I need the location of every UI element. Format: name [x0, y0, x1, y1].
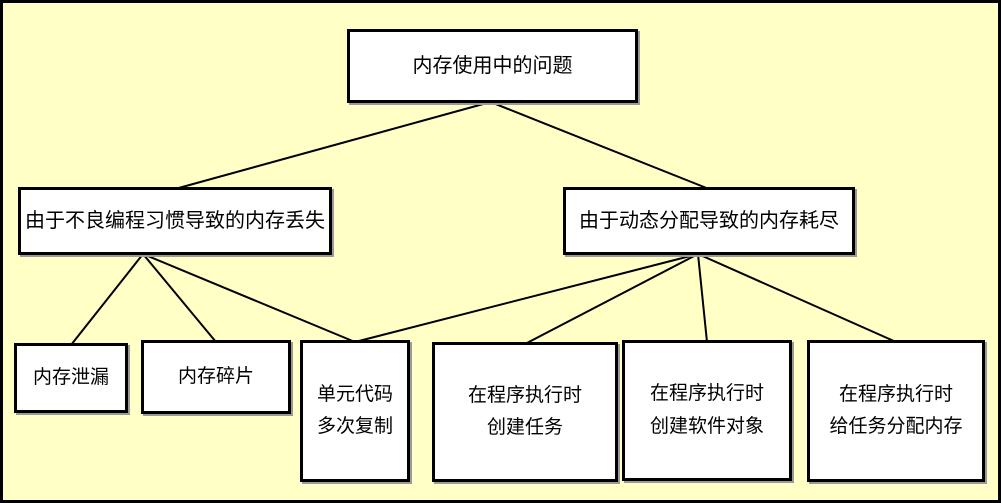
node-create-software-objects-at-runtime: 在程序执行时 创建软件对象	[622, 340, 792, 481]
node-memory-exhaustion-dynamic-allocation: 由于动态分配导致的内存耗尽	[563, 187, 855, 255]
node-unit-code-copied-multiple-times: 单元代码 多次复制	[300, 340, 410, 482]
node-allocate-memory-for-tasks-at-runtime: 在程序执行时 给任务分配内存	[807, 340, 985, 482]
node-memory-usage-problems: 内存使用中的问题	[347, 29, 638, 103]
node-memory-fragmentation: 内存碎片	[141, 340, 291, 414]
node-memory-loss-bad-habits: 由于不良编程习惯导致的内存丢失	[18, 187, 332, 255]
connector-lines	[70, 101, 897, 346]
node-create-tasks-at-runtime: 在程序执行时 创建任务	[432, 342, 618, 482]
node-memory-leak: 内存泄漏	[14, 343, 128, 413]
